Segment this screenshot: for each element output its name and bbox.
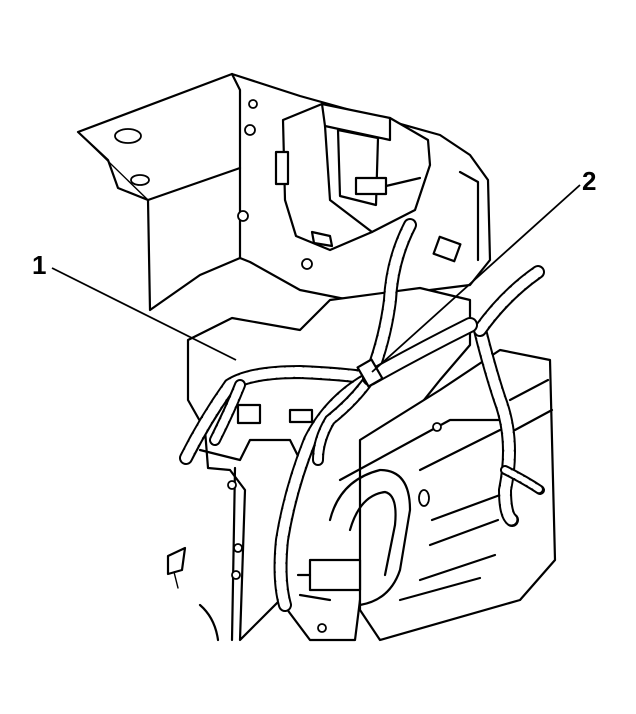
connector-right bbox=[432, 235, 462, 263]
connectors bbox=[236, 176, 462, 602]
callout-1-label: 1 bbox=[32, 250, 46, 280]
harness-clip bbox=[356, 358, 384, 388]
connector-left bbox=[236, 403, 262, 425]
callout-1-leader bbox=[51, 267, 237, 361]
connector-lower bbox=[308, 558, 362, 592]
bracket-hole bbox=[114, 128, 142, 144]
bracket-hole bbox=[130, 174, 150, 186]
connector-mid bbox=[288, 408, 314, 424]
callout-2-leader bbox=[371, 184, 581, 373]
wiring-harness bbox=[179, 218, 545, 612]
relay-tab bbox=[274, 150, 290, 186]
callout-2-label: 2 bbox=[582, 166, 596, 196]
connector-upper bbox=[354, 176, 388, 196]
